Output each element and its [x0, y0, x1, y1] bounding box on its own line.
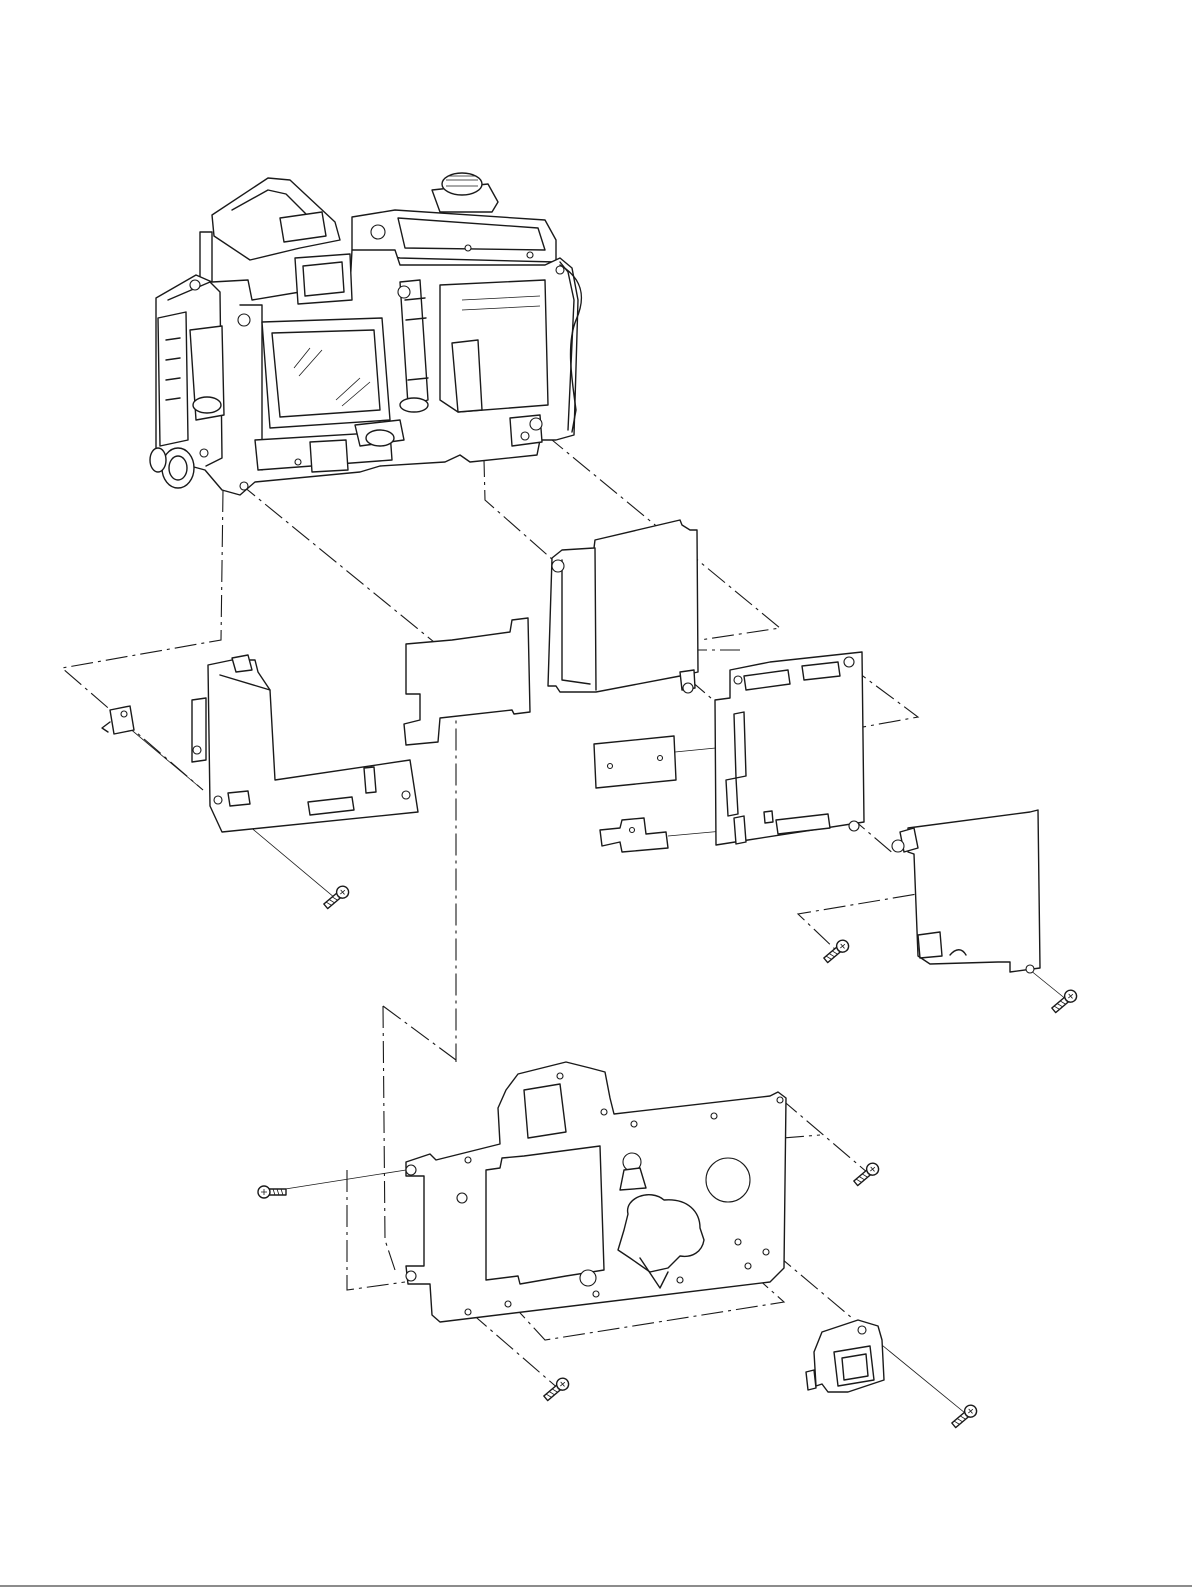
- side-bracket-small: [102, 706, 134, 734]
- rear-chassis-plate: [406, 1062, 786, 1322]
- screw-icon: [322, 884, 351, 911]
- screw-icon: [1050, 988, 1079, 1015]
- insulating-sheet-tab: [600, 818, 668, 852]
- camera-body: [150, 173, 581, 495]
- flex-cable-sheet: [404, 618, 530, 745]
- right-cover-plate: [892, 810, 1040, 973]
- screw-icon: [852, 1161, 881, 1188]
- upper-shield-plate: [548, 520, 698, 693]
- screw-icon: [258, 1186, 286, 1198]
- screw-icon: [950, 1403, 979, 1430]
- screw-icon: [542, 1376, 571, 1403]
- eyepiece-bracket: [806, 1320, 884, 1392]
- insulating-sheet-rect: [594, 736, 676, 788]
- left-circuit-board: [192, 655, 418, 832]
- screw-icon: [822, 938, 851, 965]
- right-main-board: [715, 652, 864, 845]
